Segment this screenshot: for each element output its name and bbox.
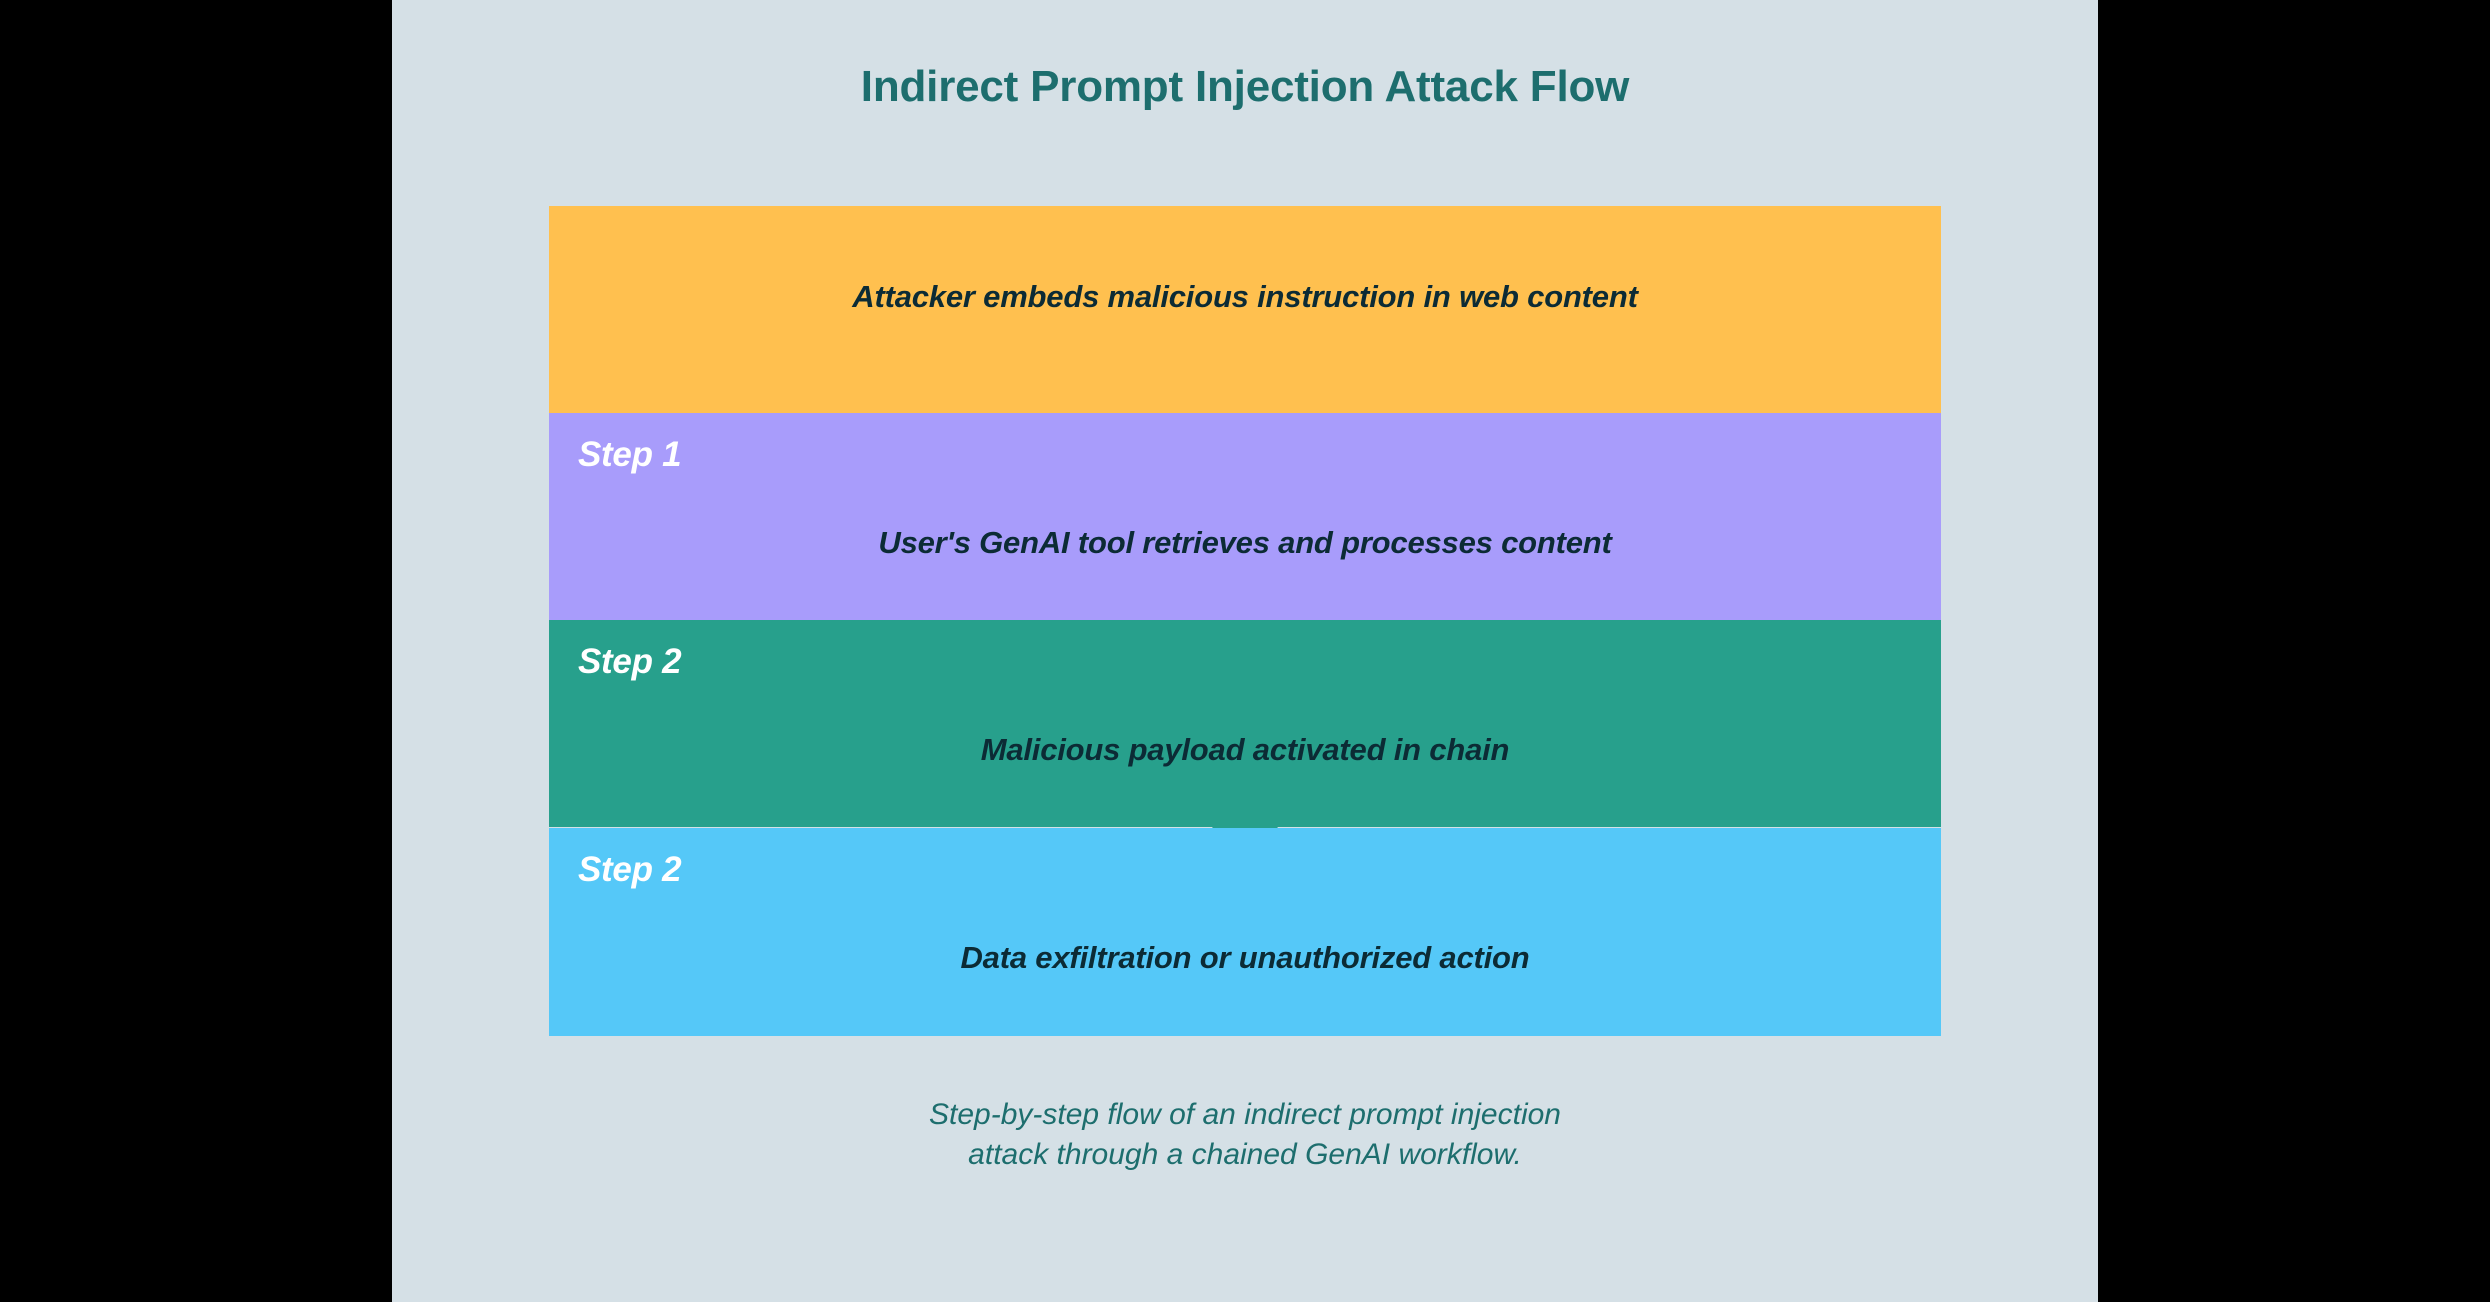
funnel-stage-2[interactable]: Step 1 User's GenAI tool retrieves and p… xyxy=(549,413,1941,659)
letterbox-right xyxy=(2098,0,2490,1302)
stage-4-fill xyxy=(549,828,1941,1036)
funnel-diagram: Attacker embeds malicious instruction in… xyxy=(549,206,1941,1036)
stage-2-fill xyxy=(549,413,1941,620)
stage-3-step-label: Step 2 xyxy=(578,642,682,681)
stage-2-step-label: Step 1 xyxy=(578,435,682,474)
stage-4-step-label: Step 2 xyxy=(578,850,682,889)
funnel-stage-1[interactable]: Attacker embeds malicious instruction in… xyxy=(549,206,1941,452)
funnel-stage-3[interactable]: Step 2 Malicious payload activated in ch… xyxy=(549,620,1941,866)
caption-line-2: attack through a chained GenAI workflow. xyxy=(968,1137,1522,1171)
stage-3-fill xyxy=(549,620,1941,827)
caption-line-1: Step-by-step flow of an indirect prompt … xyxy=(929,1098,1561,1131)
funnel-stage-4[interactable]: Step 2 Data exfiltration or unauthorized… xyxy=(549,828,1941,1036)
stage-2-text: User's GenAI tool retrieves and processe… xyxy=(878,525,1612,560)
page-title: Indirect Prompt Injection Attack Flow xyxy=(860,62,1630,111)
stage-3-text: Malicious payload activated in chain xyxy=(980,732,1510,767)
stage-1-fill xyxy=(549,206,1941,413)
slide-content: Indirect Prompt Injection Attack Flow At… xyxy=(392,0,2098,1302)
letterbox-left xyxy=(0,0,392,1302)
stage-1-text: Attacker embeds malicious instruction in… xyxy=(852,279,1638,314)
stage-4-text: Data exfiltration or unauthorized action xyxy=(960,940,1530,975)
caption: Step-by-step flow of an indirect prompt … xyxy=(392,1095,2098,1174)
